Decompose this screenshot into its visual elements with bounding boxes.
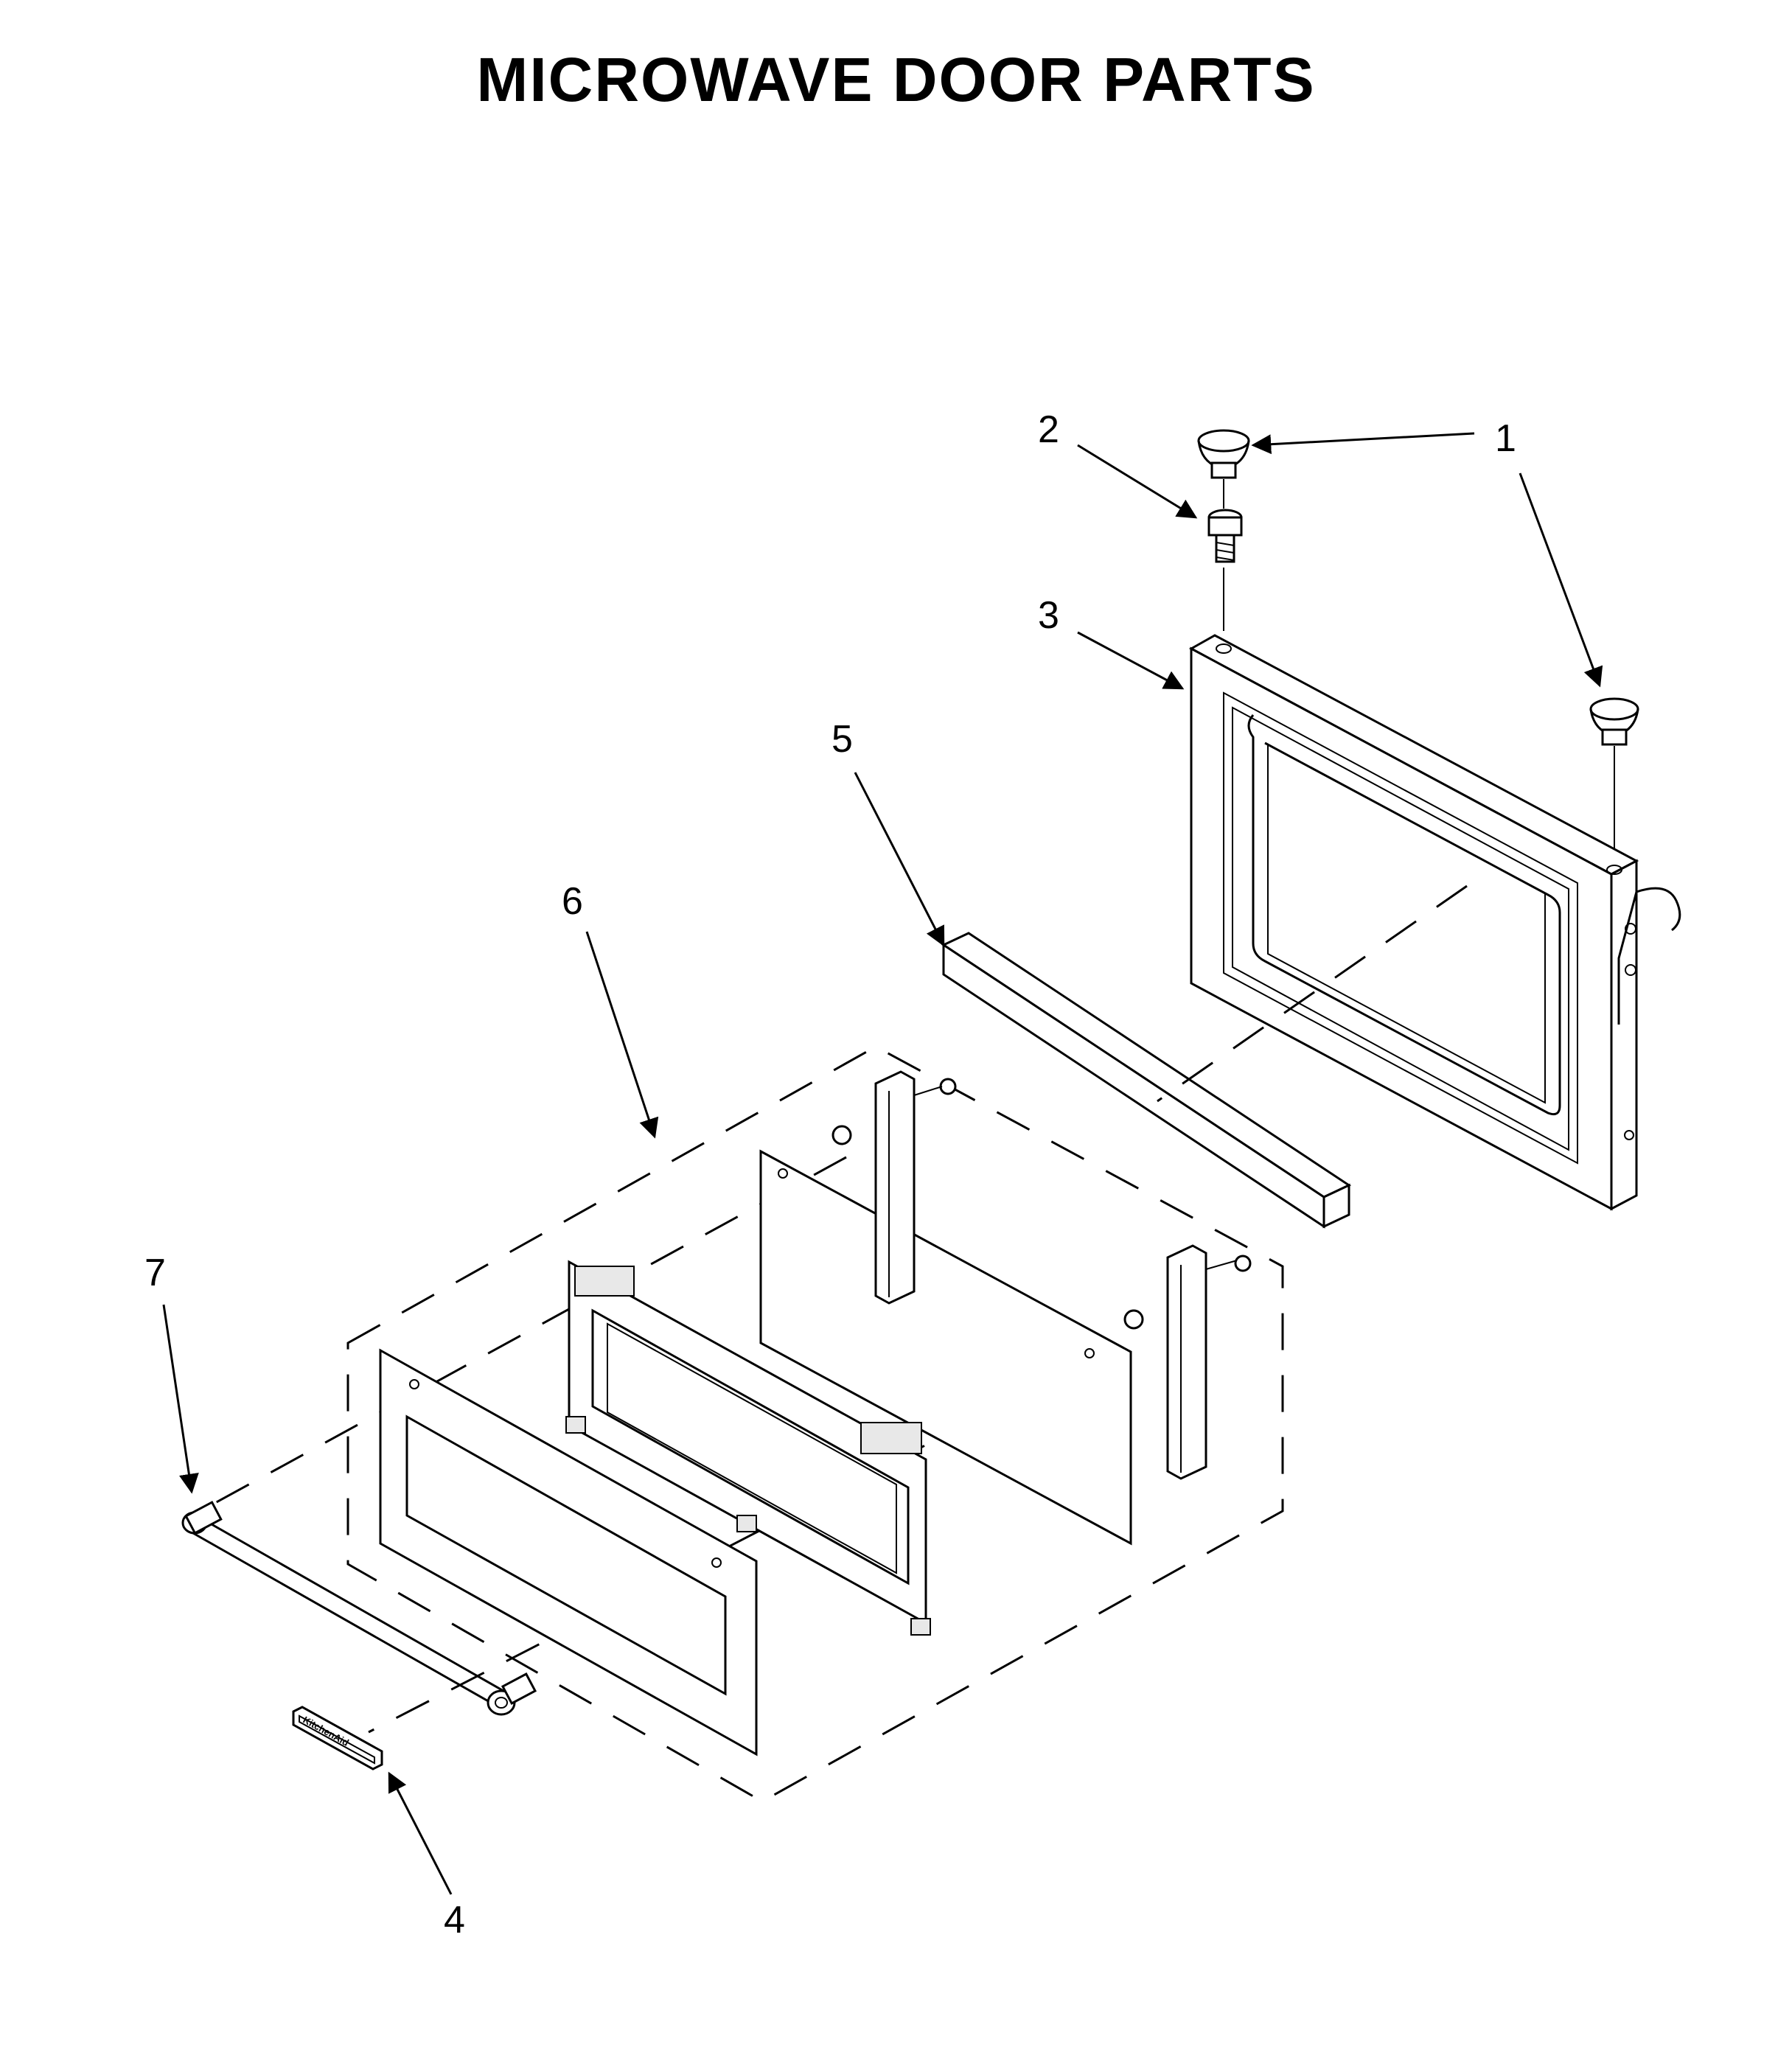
door-handle[interactable] — [181, 1501, 537, 1716]
nameplate-badge[interactable]: KitchenAid — [292, 1706, 383, 1770]
callout-7[interactable]: 7 — [144, 1252, 166, 1294]
leader-lines — [162, 432, 1603, 1895]
assembly-axis-lines — [1223, 479, 1615, 861]
inner-glass-panel[interactable] — [759, 1149, 1132, 1546]
plug-top[interactable] — [1197, 429, 1250, 479]
callout-1[interactable]: 1 — [1495, 417, 1516, 460]
inner-door-assembly-outline — [346, 1045, 1284, 1803]
callout-3[interactable]: 3 — [1038, 594, 1059, 637]
callout-4[interactable]: 4 — [444, 1899, 465, 1941]
outer-door-glass[interactable] — [379, 1348, 758, 1756]
door-choke-bar[interactable] — [941, 932, 1352, 1229]
door-frame[interactable] — [1188, 634, 1681, 1211]
callout-6[interactable]: 6 — [562, 880, 583, 923]
plug-right[interactable] — [1589, 697, 1639, 746]
page-title: MICROWAVE DOOR PARTS — [476, 45, 1316, 114]
screw[interactable] — [1207, 509, 1243, 563]
middle-door-frame[interactable] — [565, 1260, 931, 1636]
hinge-bracket-right[interactable] — [1123, 1244, 1252, 1480]
hinge-bracket-left[interactable] — [831, 1070, 957, 1305]
callout-5[interactable]: 5 — [831, 718, 853, 761]
callout-2[interactable]: 2 — [1038, 408, 1059, 451]
